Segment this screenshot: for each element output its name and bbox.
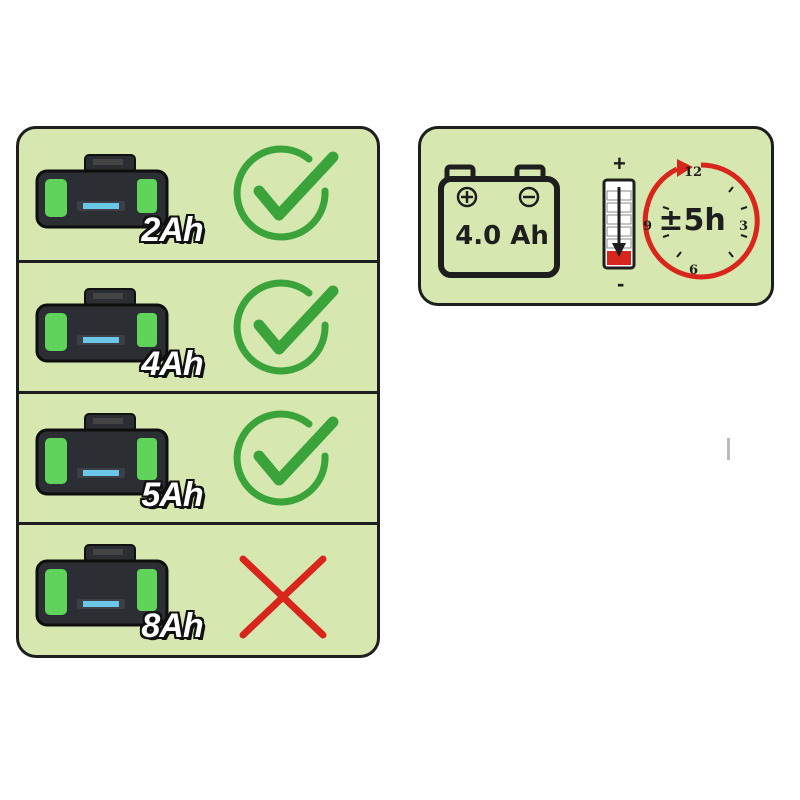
check-icon — [233, 410, 339, 506]
clock-number-12: 12 — [684, 165, 703, 180]
charge-minus-sign: - — [617, 271, 625, 296]
clock-number-3: 3 — [739, 219, 749, 234]
cross-icon — [239, 555, 327, 639]
battery-pack-icon — [35, 154, 169, 229]
battery-capacity-icon — [438, 164, 560, 278]
battery-compatibility-panel: 2Ah 4Ah 5Ah 8Ah — [16, 126, 380, 658]
runtime-clock-icon — [642, 159, 760, 280]
battery-row-5ah: 5Ah — [19, 391, 377, 526]
battery-row-4ah: 4Ah — [19, 260, 377, 395]
capacity-label: 4.0 Ah — [455, 221, 549, 251]
battery-capacity-label: 2Ah — [141, 211, 203, 249]
check-icon — [233, 145, 339, 241]
battery-pack-icon — [35, 544, 169, 627]
battery-info-panel: 4.0 Ah + - 12 3 6 9 ±5h — [418, 126, 774, 306]
battery-row-8ah: 8Ah — [19, 522, 377, 655]
clock-number-6: 6 — [689, 263, 699, 278]
charge-level-icon — [602, 178, 636, 270]
battery-pack-icon — [35, 413, 169, 496]
clock-number-9: 9 — [643, 219, 653, 234]
runtime-label: ±5h — [658, 203, 726, 238]
check-icon — [233, 279, 339, 375]
stray-mark — [727, 438, 730, 460]
battery-capacity-label: 5Ah — [141, 476, 203, 514]
battery-row-2ah: 2Ah — [19, 129, 377, 261]
charge-plus-sign: + — [613, 151, 626, 176]
battery-capacity-label: 8Ah — [141, 607, 203, 645]
battery-pack-icon — [35, 288, 169, 363]
battery-capacity-label: 4Ah — [141, 345, 203, 383]
